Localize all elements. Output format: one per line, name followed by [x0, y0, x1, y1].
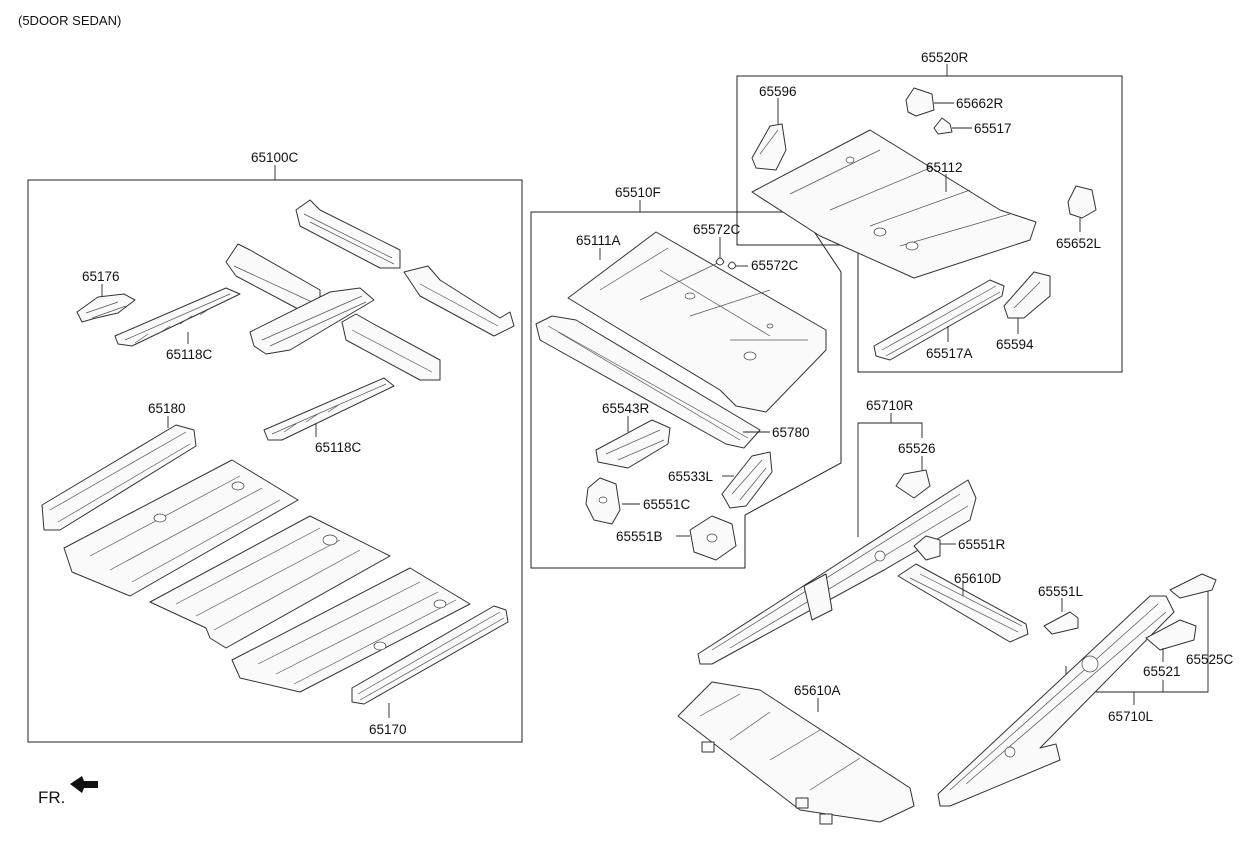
- part-label-65572C-upper[interactable]: 65572C: [693, 222, 741, 237]
- part-65780-drawing: [535, 315, 761, 449]
- part-65521-drawing: [1145, 619, 1197, 651]
- part-65610D-drawing: [897, 563, 1029, 643]
- rear-side-member-right-drawing: [697, 479, 977, 665]
- group-label-65510F[interactable]: 65510F: [615, 185, 661, 200]
- group-label-65100C[interactable]: 65100C: [251, 150, 299, 165]
- part-label-65533L[interactable]: 65533L: [668, 469, 714, 484]
- part-label-65610A[interactable]: 65610A: [794, 683, 841, 698]
- part-65111A-drawing: [567, 231, 827, 413]
- part-label-65662R[interactable]: 65662R: [956, 96, 1004, 111]
- group-label-65710L[interactable]: 65710L: [1108, 709, 1154, 724]
- part-label-65170[interactable]: 65170: [369, 722, 407, 737]
- part-label-65521[interactable]: 65521: [1143, 664, 1181, 679]
- part-65551R-drawing: [913, 535, 941, 561]
- variant-label: (5DOOR SEDAN): [18, 13, 121, 28]
- part-65118C-upper-drawing: [114, 287, 241, 347]
- part-label-65610D[interactable]: 65610D: [954, 571, 1002, 586]
- part-65551C-drawing: [585, 477, 621, 525]
- front-crossmember-drawings: [225, 199, 515, 381]
- part-label-65551R[interactable]: 65551R: [958, 537, 1006, 552]
- part-65118C-lower-drawing: [263, 377, 395, 441]
- part-65543R-drawing: [595, 419, 671, 469]
- group-label-65710R[interactable]: 65710R: [866, 398, 914, 413]
- part-65517A-drawing: [873, 279, 1005, 361]
- part-label-65112[interactable]: 65112: [926, 160, 963, 175]
- part-label-65780[interactable]: 65780: [772, 425, 810, 440]
- part-label-65652L[interactable]: 65652L: [1056, 236, 1102, 251]
- part-65551B-drawing: [689, 515, 737, 561]
- part-label-65118C-lower[interactable]: 65118C: [315, 440, 362, 455]
- part-label-65176[interactable]: 65176: [82, 269, 120, 284]
- front-arrow-icon: [70, 776, 98, 793]
- part-label-65551B[interactable]: 65551B: [616, 529, 663, 544]
- part-label-65526[interactable]: 65526: [898, 441, 936, 456]
- part-label-65572C-lower[interactable]: 65572C: [751, 258, 799, 273]
- part-label-65551L[interactable]: 65551L: [1038, 584, 1084, 599]
- part-65610A-drawing: [677, 681, 915, 825]
- part-65526-drawing: [895, 469, 931, 499]
- part-label-65517A[interactable]: 65517A: [926, 346, 973, 361]
- part-label-65551C[interactable]: 65551C: [643, 497, 691, 512]
- part-65176-drawing: [76, 293, 136, 323]
- part-65170-drawing: [351, 605, 509, 705]
- part-65652L-drawing: [1067, 185, 1097, 219]
- part-65525C-drawing: [1169, 573, 1217, 599]
- part-65662R-drawing: [905, 87, 935, 117]
- part-label-65118C-upper[interactable]: 65118C: [166, 347, 213, 362]
- front-direction-marker: FR.: [38, 776, 98, 807]
- part-65517-drawing: [933, 117, 953, 135]
- part-65596-drawing: [751, 123, 787, 171]
- front-direction-label: FR.: [38, 788, 65, 807]
- part-65180-drawing: [41, 424, 197, 531]
- rear-side-member-left-drawing: [937, 595, 1175, 807]
- part-65112-drawing: [751, 129, 1037, 279]
- group-label-65520R[interactable]: 65520R: [921, 50, 969, 65]
- part-65551L-drawing: [1043, 611, 1079, 635]
- part-label-65594[interactable]: 65594: [996, 337, 1034, 352]
- group-box-rear-floor-upper: [736, 75, 1123, 373]
- part-label-65111A[interactable]: 65111A: [576, 233, 621, 248]
- part-65594-drawing: [1003, 271, 1051, 319]
- part-label-65543R[interactable]: 65543R: [602, 401, 650, 416]
- part-label-65525C[interactable]: 65525C: [1186, 652, 1234, 667]
- part-label-65596[interactable]: 65596: [759, 84, 797, 99]
- part-65572C-drawing: [715, 257, 737, 270]
- part-label-65180[interactable]: 65180: [148, 401, 186, 416]
- front-floor-panel-drawings: [63, 459, 471, 693]
- part-65533L-drawing: [721, 451, 773, 509]
- part-label-65517[interactable]: 65517: [974, 121, 1012, 136]
